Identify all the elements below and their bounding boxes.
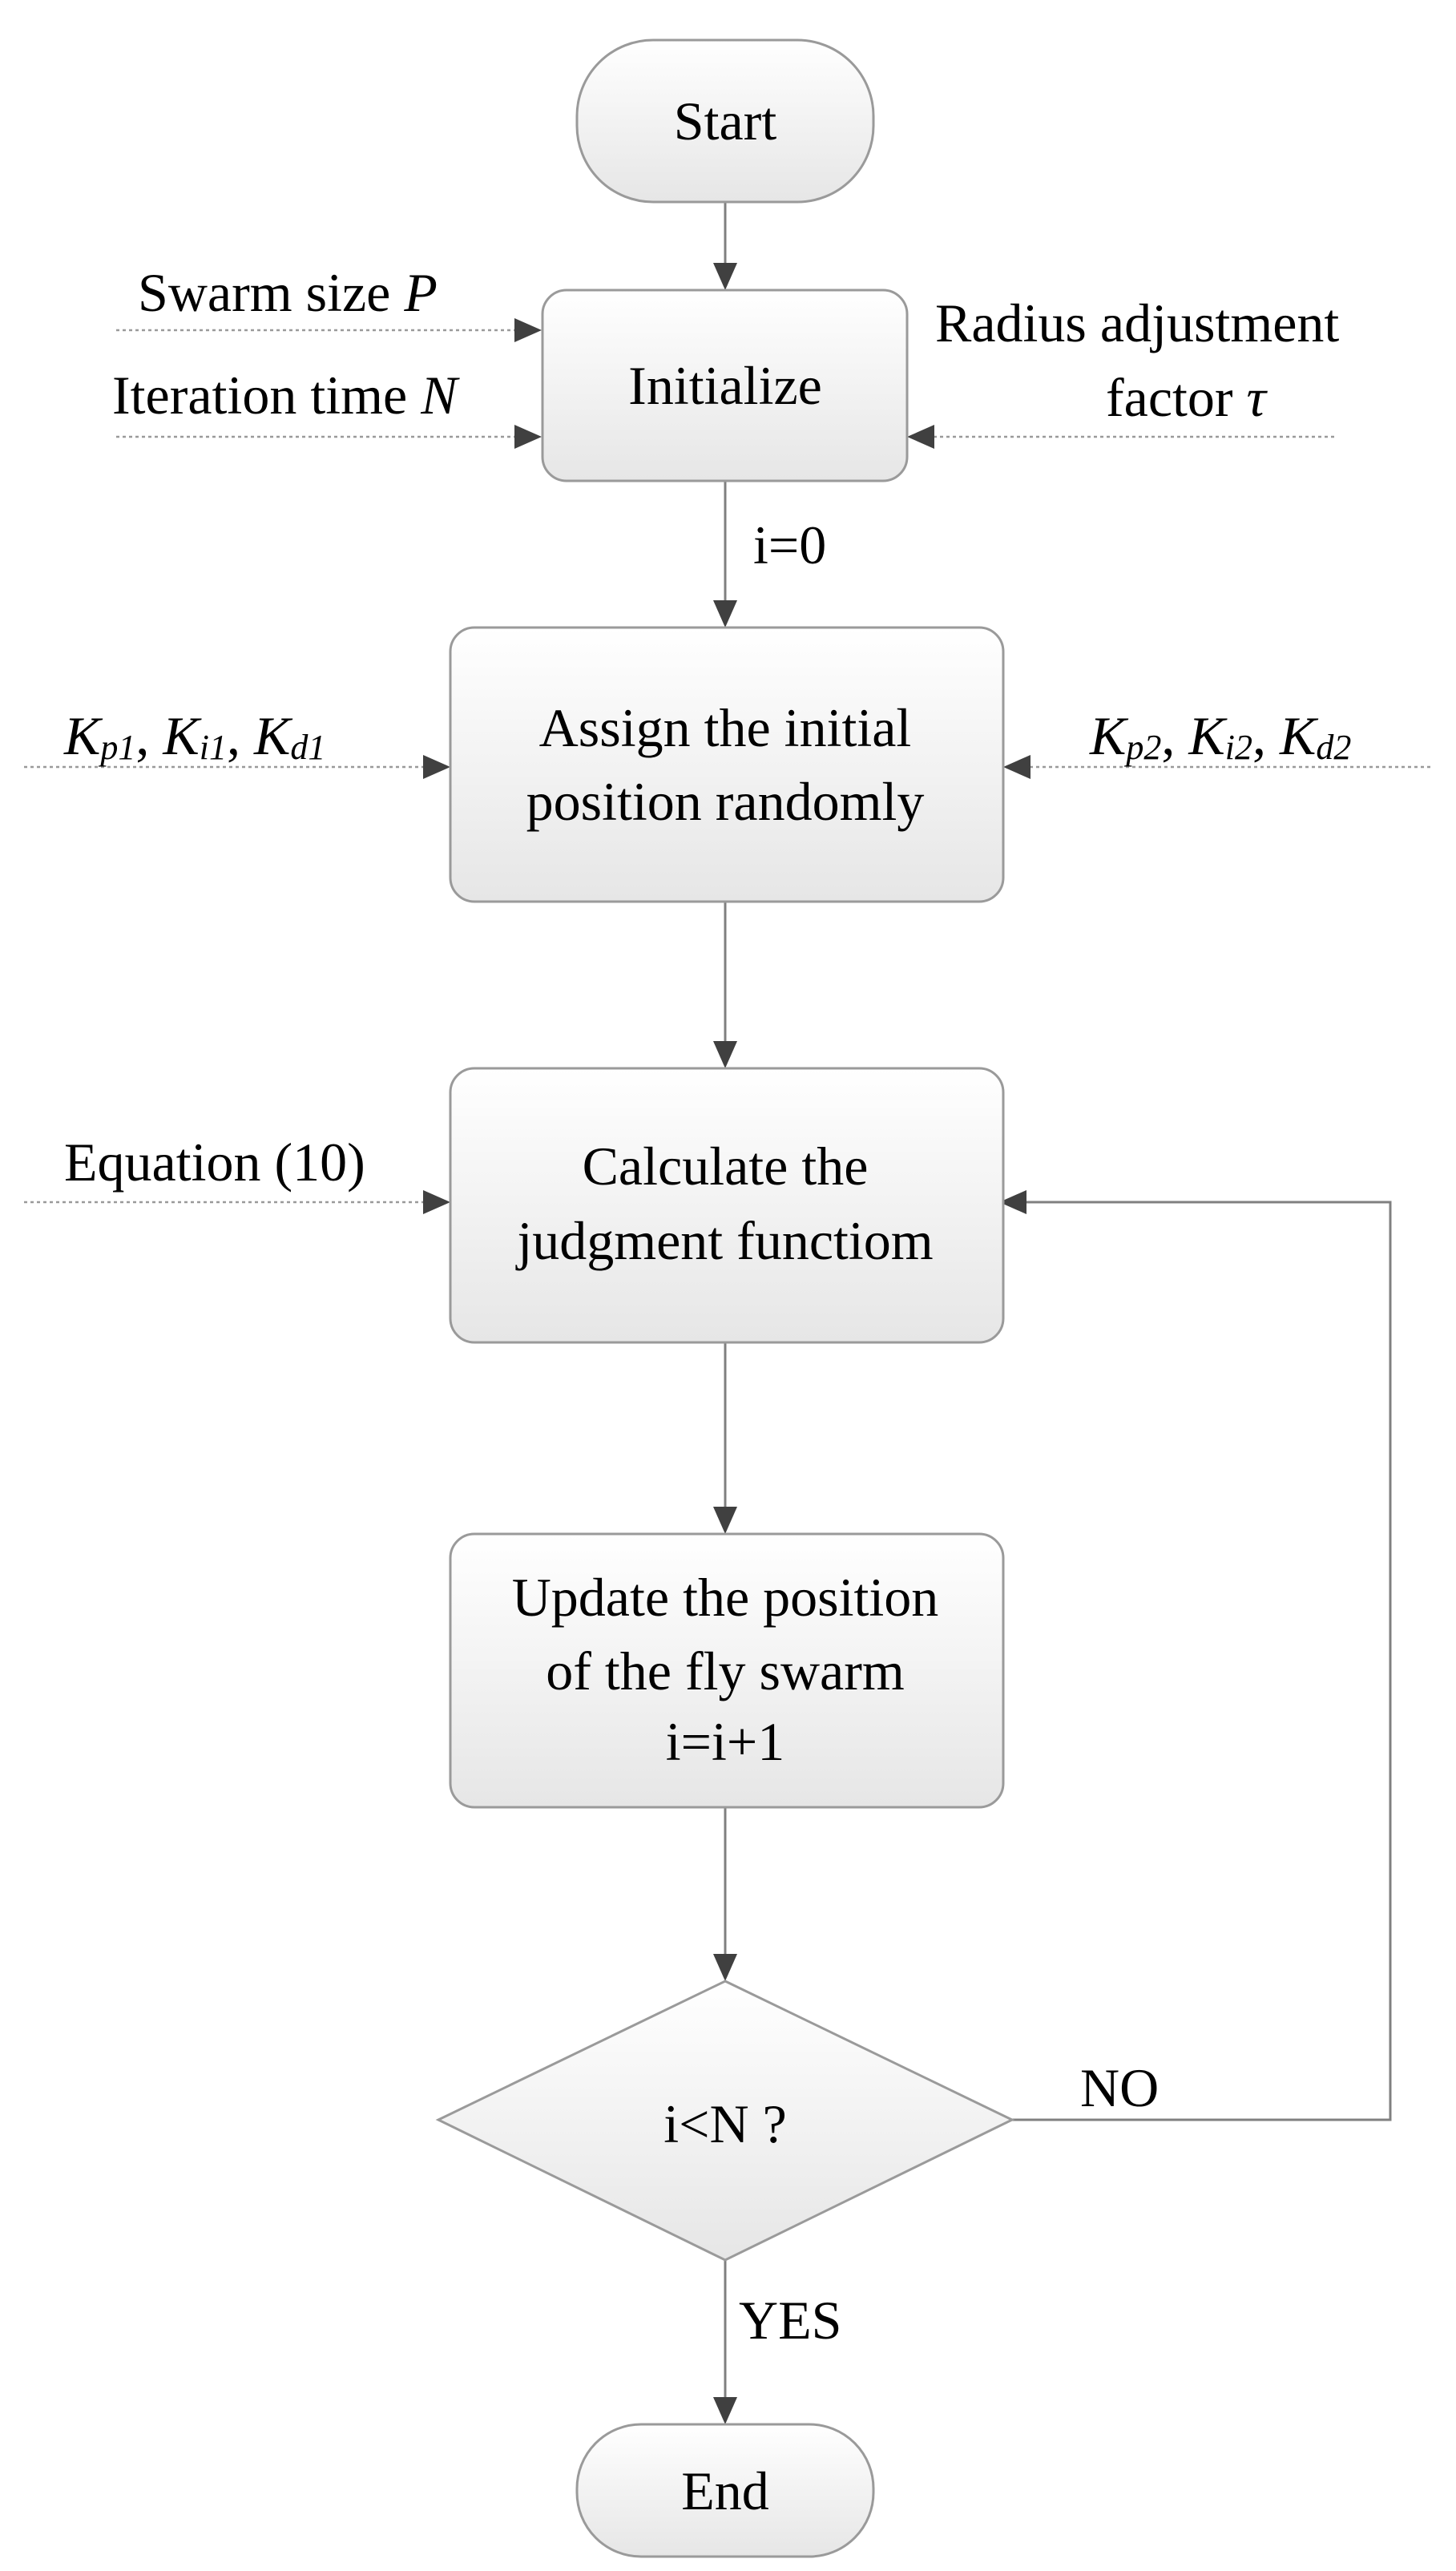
end-node: End — [575, 2423, 875, 2558]
update-box — [449, 1532, 1005, 1809]
calculate-label-line2: judgment functiom — [515, 1210, 933, 1271]
input-connectors — [24, 329, 1430, 1204]
calculate-node: Calculate the judgment functiom — [449, 1067, 1005, 1344]
arrow-no-loop — [1002, 1201, 1392, 2121]
arrowhead-initialize — [713, 263, 737, 290]
start-node: Start — [575, 38, 875, 204]
arrowhead-iteration-time — [514, 425, 542, 449]
input-arrowheads — [423, 318, 1030, 1214]
update-label-line3: i=i+1 — [666, 1711, 784, 1772]
arrowhead-no-loop — [999, 1190, 1026, 1214]
assign-box — [449, 626, 1005, 903]
arrowhead-swarm-size — [514, 318, 542, 342]
update-label-line1: Update the position — [512, 1567, 939, 1628]
assign-label-line1: Assign the initial — [539, 697, 912, 758]
input-label-swarm-size: Swarm size P — [138, 262, 438, 323]
flow-connectors — [724, 202, 1392, 2420]
calculate-label-line1: Calculate the — [583, 1136, 869, 1197]
arrowhead-radius — [907, 425, 934, 449]
edge-label-yes: YES — [739, 2290, 841, 2351]
decision-node: i<N ? — [435, 1980, 1015, 2262]
input-label-iteration-time: Iteration time N — [112, 365, 460, 426]
arrowhead-gains1 — [423, 755, 450, 779]
input-label-radius-line2: factor τ — [1106, 367, 1268, 428]
arrowhead-equation — [423, 1190, 450, 1214]
arrowhead-assign — [713, 600, 737, 628]
input-label-gains1: Kp1, Ki1, Kd1 — [63, 705, 325, 767]
end-terminator — [575, 2423, 875, 2558]
decision-label: i<N ? — [663, 2093, 787, 2154]
decision-diamond — [435, 1980, 1015, 2262]
arrowhead-calculate — [713, 1041, 737, 1068]
arrowhead-gains2 — [1003, 755, 1030, 779]
arrowhead-end — [713, 2397, 737, 2424]
input-label-equation: Equation (10) — [64, 1132, 365, 1193]
input-label-gains2: Kp2, Ki2, Kd2 — [1089, 705, 1351, 767]
arrowhead-decision — [713, 1954, 737, 1981]
start-terminator — [575, 38, 875, 204]
update-node: Update the position of the fly swarm i=i… — [449, 1532, 1005, 1809]
start-label: Start — [674, 91, 777, 151]
initialize-node: Initialize — [541, 289, 909, 482]
assign-label-line2: position randomly — [526, 771, 925, 832]
edge-label-no: NO — [1080, 2057, 1159, 2118]
assign-node: Assign the initial position randomly — [449, 626, 1005, 903]
end-label: End — [681, 2460, 769, 2521]
flow-arrowheads — [713, 263, 1026, 2424]
arrowhead-update — [713, 1507, 737, 1534]
initialize-box — [541, 289, 909, 482]
initialize-label: Initialize — [628, 355, 822, 416]
input-label-radius-line1: Radius adjustment — [935, 293, 1339, 353]
edge-label-init: i=0 — [753, 515, 826, 575]
calculate-box — [449, 1067, 1005, 1344]
update-label-line2: of the fly swarm — [546, 1641, 905, 1701]
